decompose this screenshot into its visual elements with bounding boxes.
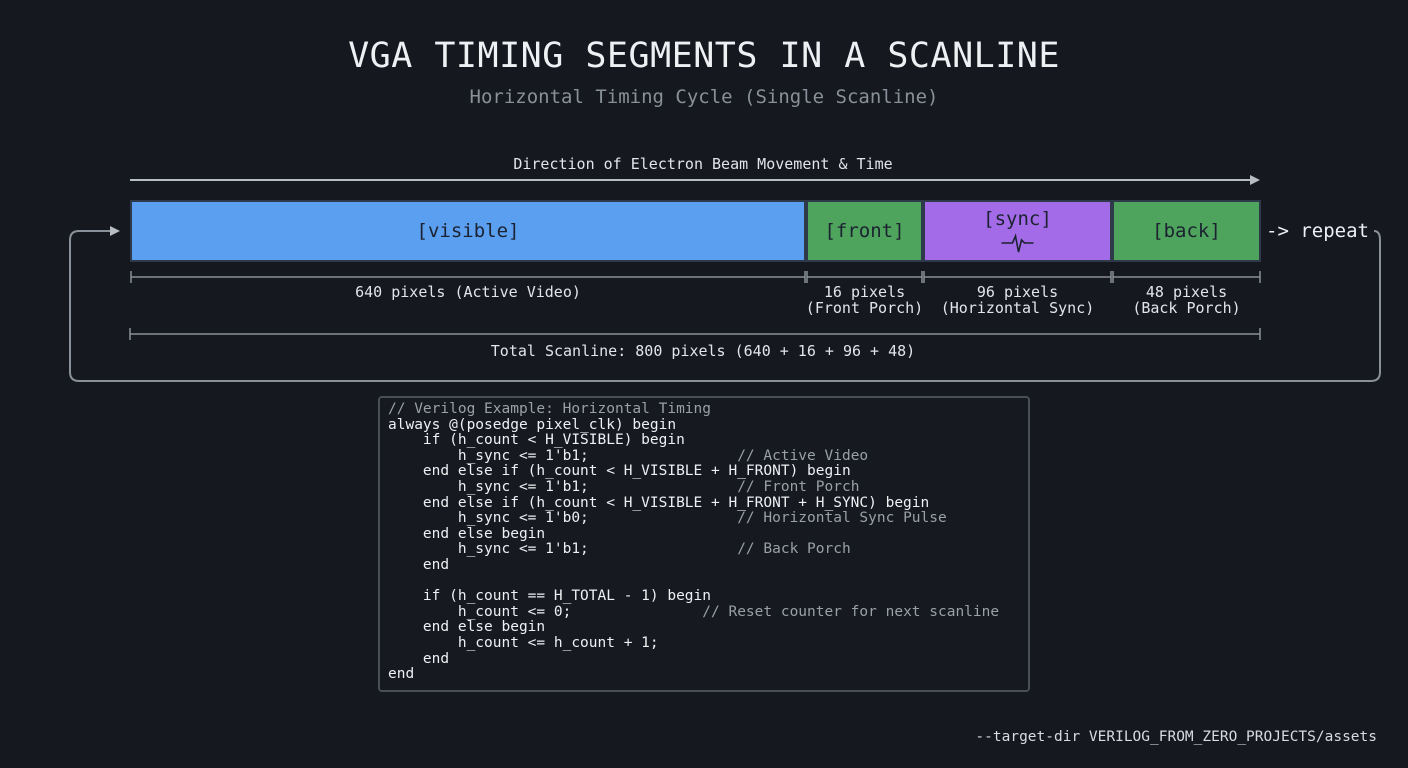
code-comment: // Active Video xyxy=(737,447,869,464)
code-text: end else begin xyxy=(388,619,546,636)
code-text: if (h_count < H_VISIBLE) begin xyxy=(388,432,685,449)
dimension-label-visible: 640 pixels (Active Video) xyxy=(355,283,581,301)
direction-label: Direction of Electron Beam Movement & Ti… xyxy=(513,155,892,173)
code-text: h_count <= h_count + 1; xyxy=(388,634,659,651)
code-line: end else if (h_count < H_VISIBLE + H_FRO… xyxy=(388,463,851,480)
code-line: end else begin xyxy=(388,526,545,542)
code-comment: // Horizontal Sync Pulse xyxy=(737,510,947,527)
segment-visible xyxy=(130,200,806,262)
code-line: end xyxy=(388,666,414,682)
code-line: h_sync <= 1'b1; // Front Porch xyxy=(388,478,860,495)
dimension-sublabel-sync: (Horizontal Sync) xyxy=(941,299,1095,317)
sync-pulse-icon xyxy=(1001,233,1034,253)
segments-layer: [visible] [front] [sync] [back] xyxy=(130,200,1261,262)
code-line: end else if (h_count < H_VISIBLE + H_FRO… xyxy=(388,495,929,511)
total-scanline-label: Total Scanline: 800 pixels (640 + 16 + 9… xyxy=(491,342,915,360)
code-line: if (h_count == H_TOTAL - 1) begin xyxy=(388,588,711,604)
dimensions-layer: 640 pixels (Active Video) 16 pixels(Front… xyxy=(129,271,1261,360)
code-line: h_sync <= 1'b0; // Horizontal Sync Pulse xyxy=(388,510,947,526)
code-line: h_count <= h_count + 1; xyxy=(388,635,659,651)
dimension-label-back: 48 pixels xyxy=(1146,283,1227,301)
code-line: // Verilog Example: Horizontal Timing xyxy=(388,401,711,417)
segment-label-back: [back] xyxy=(1152,220,1221,242)
segment-label-visible: [visible] xyxy=(417,220,520,242)
code-line: end else begin xyxy=(388,619,546,636)
segment-front xyxy=(806,200,923,262)
code-text: h_sync <= 1'b0; xyxy=(388,510,738,527)
footer-path: --target-dir VERILOG_FROM_ZERO_PROJECTS/… xyxy=(975,729,1377,745)
code-text: // Verilog Example: Horizontal Timing xyxy=(388,401,712,417)
dimension-sublabel-back: (Back Porch) xyxy=(1132,299,1240,317)
code-comment: // Front Porch xyxy=(737,478,860,495)
code-text: end xyxy=(388,650,450,667)
code-line: h_sync <= 1'b1; // Active Video xyxy=(388,448,868,464)
code-text: h_sync <= 1'b1; xyxy=(388,541,738,558)
repeat-label: -> repeat xyxy=(1266,220,1369,242)
code-text: end else if (h_count < H_VISIBLE + H_FRO… xyxy=(388,463,851,480)
code-comment: // Back Porch xyxy=(737,541,851,558)
repeat-loop-line xyxy=(69,226,1381,382)
dimension-label-front: 16 pixels xyxy=(824,283,905,301)
verilog-code-block: // Verilog Example: Horizontal Timing al… xyxy=(388,401,999,683)
code-panel xyxy=(378,396,1030,692)
code-text: h_count <= 0; xyxy=(388,603,703,620)
code-text: end else begin xyxy=(388,525,546,542)
dimension-sublabel-front: (Front Porch) xyxy=(806,299,923,317)
code-line: always @(posedge pixel_clk) begin xyxy=(388,417,676,433)
code-line: h_count <= 0; // Reset counter for next … xyxy=(388,604,999,620)
diagram-subtitle: Horizontal Timing Cycle (Single Scanline… xyxy=(469,86,939,108)
segment-label-sync: [sync] xyxy=(983,208,1052,230)
segment-label-front: [front] xyxy=(824,220,904,242)
code-text: h_sync <= 1'b1; xyxy=(388,447,738,464)
dimension-label-sync: 96 pixels xyxy=(977,283,1058,301)
code-text: end else if (h_count < H_VISIBLE + H_FRO… xyxy=(388,494,930,511)
code-text: if (h_count == H_TOTAL - 1) begin xyxy=(388,588,712,605)
diagram-title: VGA TIMING SEGMENTS IN A SCANLINE xyxy=(348,36,1060,76)
code-text: end xyxy=(388,556,450,573)
code-comment: // Reset counter for next scanline xyxy=(702,603,1000,620)
code-text: end xyxy=(388,666,415,683)
code-line: end xyxy=(388,557,449,573)
code-line: h_sync <= 1'b1; // Back Porch xyxy=(388,541,851,558)
code-text: h_sync <= 1'b1; xyxy=(388,478,738,495)
code-text: always @(posedge pixel_clk) begin xyxy=(388,416,677,433)
code-line: end xyxy=(388,651,449,667)
segment-back xyxy=(1112,200,1261,262)
scanline-diagram: Direction of Electron Beam Movement & Ti… xyxy=(69,155,1381,382)
code-line: if (h_count < H_VISIBLE) begin xyxy=(388,432,685,448)
